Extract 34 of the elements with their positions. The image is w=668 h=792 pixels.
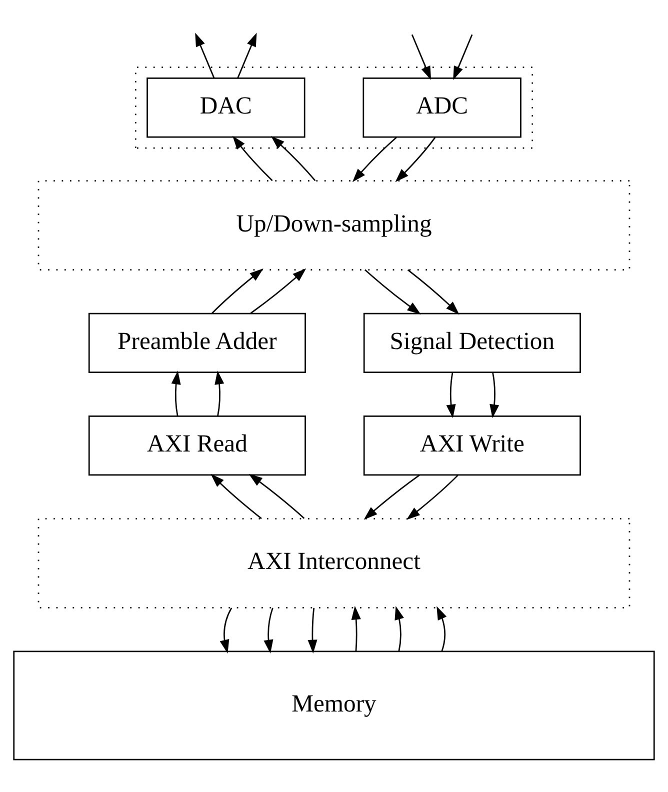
node-box: ADC (362, 77, 522, 138)
arrow (308, 607, 318, 653)
arrow (411, 34, 432, 80)
node-box: Preamble Adder (88, 312, 306, 373)
node-box: AXI Read (88, 414, 306, 476)
arrow (364, 268, 421, 314)
arrow (212, 268, 264, 314)
node-box: Memory (13, 650, 655, 760)
node-box: AXI Write (363, 414, 581, 476)
arrow (264, 607, 274, 653)
node-box: DAC (146, 77, 306, 138)
arrow (446, 372, 456, 418)
arrow (364, 474, 420, 520)
arrow (351, 605, 361, 651)
node-box: AXI Interconnect (38, 518, 630, 608)
arrow (270, 136, 316, 181)
node-box: Signal Detection (363, 312, 581, 373)
arrow (394, 605, 404, 652)
arrow (214, 370, 224, 416)
node-box: Up/Down-sampling (38, 180, 630, 270)
arrow (195, 32, 215, 78)
arrow (232, 135, 273, 181)
arrow (210, 473, 262, 519)
arrow (248, 473, 305, 518)
arrow (220, 607, 232, 653)
arrow (436, 606, 447, 652)
arrow (352, 136, 397, 182)
arrow (453, 34, 473, 80)
arrow (171, 370, 181, 416)
arrow (406, 474, 458, 520)
arrow (237, 32, 257, 78)
arrow (490, 372, 500, 418)
arrow (407, 268, 460, 314)
arrow (250, 268, 306, 314)
